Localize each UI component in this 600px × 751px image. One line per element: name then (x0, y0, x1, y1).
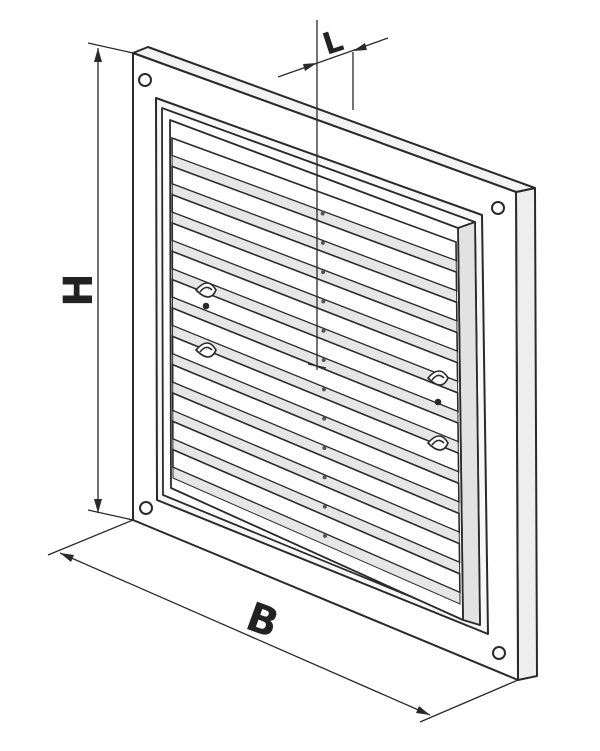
louvre-gap-12 (172, 466, 461, 605)
h-extension-top (87, 42, 134, 54)
louvre-pin-2 (320, 240, 325, 245)
louvre-pin-8 (322, 416, 327, 421)
h-arrow-top (94, 48, 102, 62)
louvre-pin-6 (321, 358, 326, 363)
clip-left-lower (194, 342, 217, 358)
h-arrow-bottom (94, 499, 102, 513)
l-arrow-right (353, 43, 367, 51)
screw-hole-top-left (138, 73, 152, 87)
clip-right-lower (426, 435, 449, 451)
screw-hole-top-right (491, 201, 505, 215)
louvre-pin-9 (322, 445, 327, 450)
louvre-pin-7 (321, 387, 326, 392)
b-arrow-right (416, 706, 430, 715)
louvre-pin-12 (323, 533, 328, 538)
louvre-pin-4 (321, 299, 326, 304)
screw-hole-bottom-left (139, 501, 153, 515)
dimension-lines (47, 20, 519, 723)
center-mark-h (307, 363, 327, 369)
louvre-pin-1 (320, 211, 325, 216)
frame-side-right (515, 187, 538, 681)
louvre-pin-5 (321, 328, 326, 333)
louvre-clips (194, 282, 449, 451)
b-extension-left (47, 519, 134, 556)
b-dimension-line (59, 552, 431, 716)
b-extension-right (419, 679, 519, 723)
h-extension-bottom (87, 509, 134, 521)
louvre-pin-3 (321, 270, 326, 275)
louvre-slats (171, 136, 461, 605)
mounting-holes (138, 73, 506, 660)
height-label: H (56, 273, 102, 306)
l-arrow-left (303, 63, 317, 71)
screw-hole-bottom-right (492, 646, 506, 660)
l-dimension-line (277, 37, 389, 78)
b-arrow-left (60, 553, 74, 562)
louvre-pin-10 (322, 475, 327, 480)
louvre-pin-11 (322, 504, 327, 509)
width-label: B (240, 594, 284, 648)
length-label: L (319, 23, 348, 62)
clip-left-upper (194, 282, 217, 310)
clip-right-upper (426, 370, 449, 406)
